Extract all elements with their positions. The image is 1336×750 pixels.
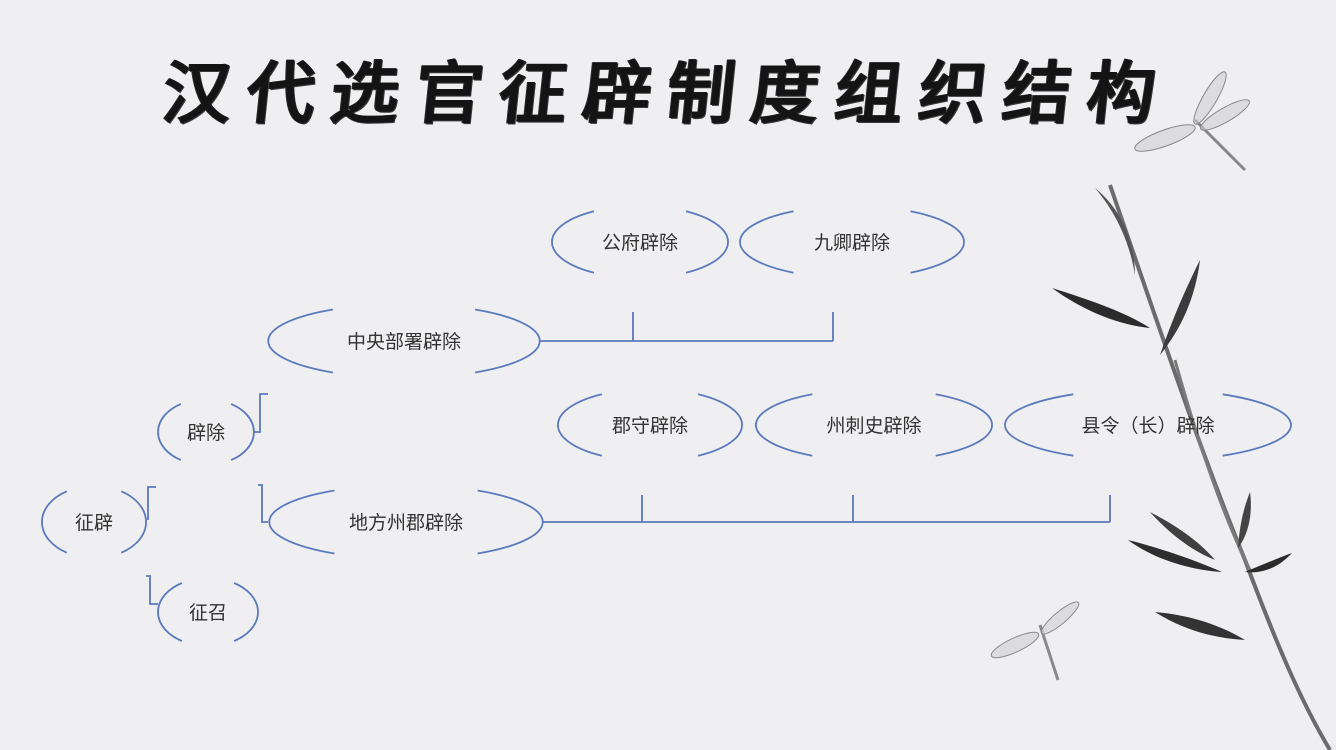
node-bichu: 辟除: [157, 403, 255, 461]
dragonfly-icon: [990, 601, 1080, 681]
node-outline: [755, 393, 813, 457]
node-label: 征辟: [75, 512, 113, 534]
node-outline: [477, 489, 544, 555]
node-label: 州刺史辟除: [826, 415, 921, 437]
bamboo-icon: [1052, 184, 1332, 750]
node-outline: [233, 582, 259, 642]
node-xianling: 县令（长）辟除: [1004, 393, 1292, 457]
bracket-bichu-top: [254, 393, 268, 433]
node-outline: [685, 210, 729, 274]
node-zhengzhao: 征召: [157, 582, 259, 642]
node-label: 九卿辟除: [814, 232, 890, 254]
bracket-zhengbi-top: [147, 486, 156, 520]
node-outline: [557, 393, 603, 457]
bracket-bichu-bottom: [258, 484, 268, 523]
node-outline: [120, 490, 147, 554]
node-jiuqing: 九卿辟除: [739, 210, 965, 274]
node-outline: [157, 403, 182, 461]
node-outline: [739, 210, 794, 274]
node-label: 公府辟除: [602, 232, 678, 254]
node-junshou: 郡守辟除: [557, 393, 743, 457]
node-outline: [1222, 393, 1292, 457]
node-outline: [551, 210, 595, 274]
node-outline: [1004, 393, 1074, 457]
node-label: 中央部署辟除: [347, 331, 461, 353]
node-outline: [41, 490, 68, 554]
node-central: 中央部署辟除: [267, 308, 541, 374]
node-label: 辟除: [187, 422, 225, 444]
node-outline: [268, 489, 335, 555]
node-zhoucishi: 州刺史辟除: [755, 393, 993, 457]
node-outline: [230, 403, 255, 461]
node-outline: [267, 308, 334, 374]
node-label: 县令（长）辟除: [1081, 415, 1214, 437]
dragonfly-icon: [1134, 71, 1250, 172]
node-label: 地方州郡辟除: [349, 512, 463, 534]
bracket-zhengbi-bottom: [146, 575, 158, 605]
node-outline: [157, 582, 183, 642]
node-label: 郡守辟除: [612, 415, 688, 437]
node-zhengbi: 征辟: [41, 490, 147, 554]
node-gongfu: 公府辟除: [551, 210, 729, 274]
node-local: 地方州郡辟除: [268, 489, 544, 555]
node-label: 征召: [189, 602, 227, 624]
node-outline: [474, 308, 541, 374]
node-outline: [697, 393, 743, 457]
node-outline: [910, 210, 965, 274]
node-outline: [935, 393, 993, 457]
